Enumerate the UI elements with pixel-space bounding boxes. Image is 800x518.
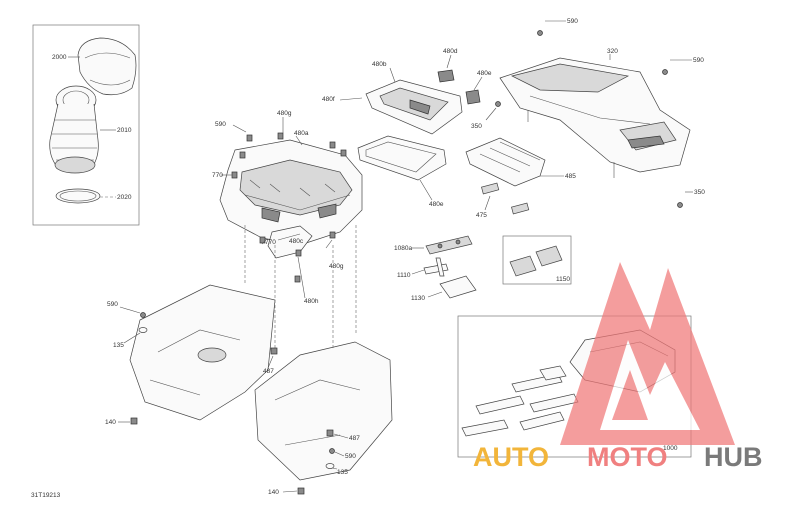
label-590-b: 590: [567, 18, 578, 25]
bolt-590-fender-left: [140, 312, 146, 318]
label-487-b: 487: [349, 435, 360, 442]
label-480e-seal: 480e: [429, 201, 444, 208]
watermark-hub: HUB: [704, 442, 763, 472]
label-1130: 1130: [411, 295, 425, 302]
rod-480f: [339, 97, 363, 101]
label-480f: 480f: [322, 96, 335, 103]
tool-set: [461, 365, 579, 437]
label-475: 475: [476, 212, 487, 219]
watermark-moto: MOTO: [587, 442, 668, 472]
manual-b: [535, 245, 563, 267]
label-770-b: 770: [265, 239, 276, 246]
label-320: 320: [607, 48, 618, 55]
decal-475-a: [481, 182, 500, 195]
manual-a: [509, 255, 537, 277]
seat-part-2000: [77, 37, 137, 96]
label-480h: 480h: [304, 298, 319, 305]
bin-fasteners: [231, 132, 347, 257]
label-135-b: 135: [337, 469, 348, 476]
label-1080a: 1080a: [394, 245, 412, 252]
bolt-350-left: [495, 101, 501, 107]
fender-left: [129, 284, 276, 421]
label-140-a: 140: [105, 419, 116, 426]
bolt-350-right: [677, 202, 683, 208]
washer-135-left: [138, 327, 148, 333]
seal-ring: [357, 135, 447, 181]
clamp-2020: [55, 188, 101, 204]
washer-135-right: [325, 463, 335, 469]
intake-tube-2010: [49, 85, 99, 174]
label-485: 485: [565, 173, 576, 180]
clip-487-left: [270, 347, 278, 355]
tool-1110: [423, 257, 449, 277]
label-1110: 1110: [397, 272, 411, 279]
label-487-a: 487: [263, 368, 274, 375]
inset-box-manuals: [502, 235, 572, 285]
label-480e: 480e: [477, 70, 492, 77]
bolt-590-top: [537, 30, 543, 36]
tool-wrench-1080a: [425, 235, 473, 255]
bolt-590-right: [662, 69, 668, 75]
label-1150: 1150: [556, 276, 570, 283]
label-590-d: 590: [107, 301, 118, 308]
storage-bin: [219, 139, 363, 246]
label-1000: 1000: [663, 445, 678, 452]
fastener-480h: [294, 275, 301, 283]
label-590-c: 590: [693, 57, 704, 64]
fender-right: [254, 341, 393, 481]
lid-480b: [365, 79, 463, 135]
latch-480d: [437, 69, 455, 83]
label-480d: 480d: [443, 48, 458, 55]
label-590-e: 590: [345, 453, 356, 460]
label-140-b: 140: [268, 489, 279, 496]
label-480c: 480c: [289, 238, 304, 245]
label-135-a: 135: [113, 342, 124, 349]
clip-487-right: [326, 429, 334, 437]
label-350-a: 350: [471, 123, 482, 130]
label-590-a: 590: [215, 121, 226, 128]
decal-475-b: [511, 202, 530, 215]
mat-485: [465, 137, 546, 187]
label-2020: 2020: [117, 194, 132, 201]
label-480g-top: 480g: [277, 110, 292, 117]
pouch-1130: [439, 275, 477, 299]
hinge-480e: [465, 89, 481, 105]
clip-140-left: [130, 417, 138, 425]
label-480g-bottom: 480g: [329, 263, 344, 270]
label-2000: 2000: [52, 54, 67, 61]
watermark-auto: AUTO: [473, 442, 549, 472]
label-770-a: 770: [212, 172, 223, 179]
label-2010: 2010: [117, 127, 132, 134]
clip-140-right: [297, 487, 305, 495]
bolt-590-fender-right: [329, 448, 335, 454]
rear-rack-320: [499, 57, 691, 178]
label-350-b: 350: [694, 189, 705, 196]
drawing-code: 31T19213: [31, 492, 61, 499]
label-480a: 480a: [294, 130, 309, 137]
label-480b: 480b: [372, 61, 387, 68]
inset-box-seat: [32, 24, 140, 226]
watermark-logo: [560, 262, 735, 445]
